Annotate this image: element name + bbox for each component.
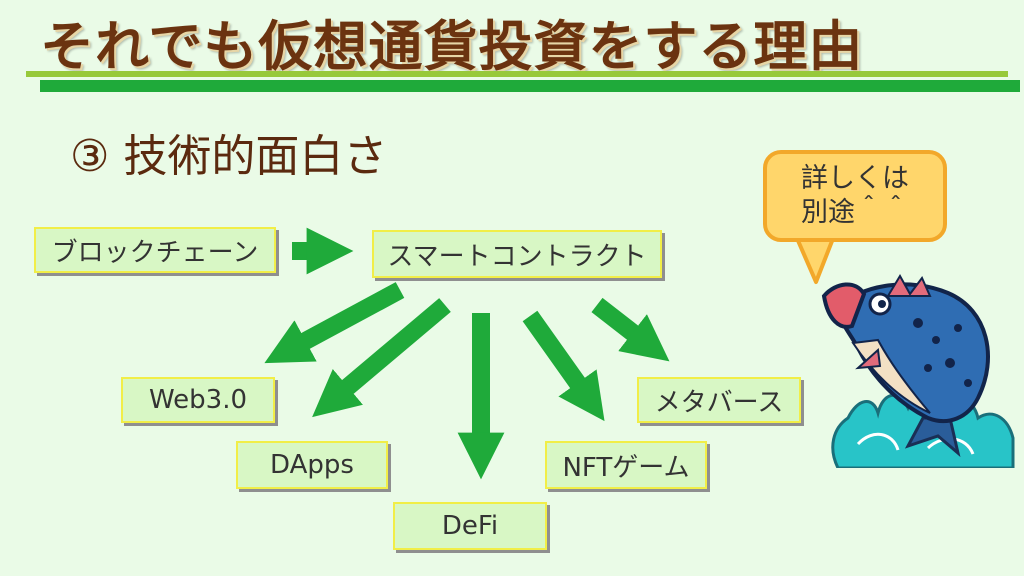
arrow-to-metaverse bbox=[591, 297, 670, 362]
fish-icon bbox=[821, 274, 1015, 468]
box-web3: Web3.0 bbox=[121, 377, 275, 423]
title-underline-top bbox=[26, 71, 1008, 77]
box-dapps: DApps bbox=[236, 441, 388, 489]
speech-bubble: 詳しくは 別途＾＾ bbox=[763, 150, 947, 242]
section-subtitle: ③ 技術的面白さ bbox=[70, 131, 388, 182]
arrow-to-dapps bbox=[312, 298, 451, 418]
box-nft-game: NFTゲーム bbox=[545, 441, 707, 489]
speech-bubble-line-1: 詳しくは bbox=[801, 163, 909, 194]
title-underline-bottom bbox=[40, 80, 1020, 92]
box-smart-contract: スマートコントラクト bbox=[372, 230, 662, 278]
speech-bubble-line-2: 別途＾＾ bbox=[801, 197, 909, 228]
page-title: それでも仮想通貨投資をする理由 bbox=[40, 15, 864, 78]
arrow-to-web3 bbox=[264, 282, 405, 364]
box-blockchain: ブロックチェーン bbox=[34, 227, 276, 273]
arrow-to-nftgame bbox=[522, 310, 605, 422]
box-metaverse: メタバース bbox=[637, 377, 801, 423]
box-defi: DeFi bbox=[393, 502, 547, 550]
